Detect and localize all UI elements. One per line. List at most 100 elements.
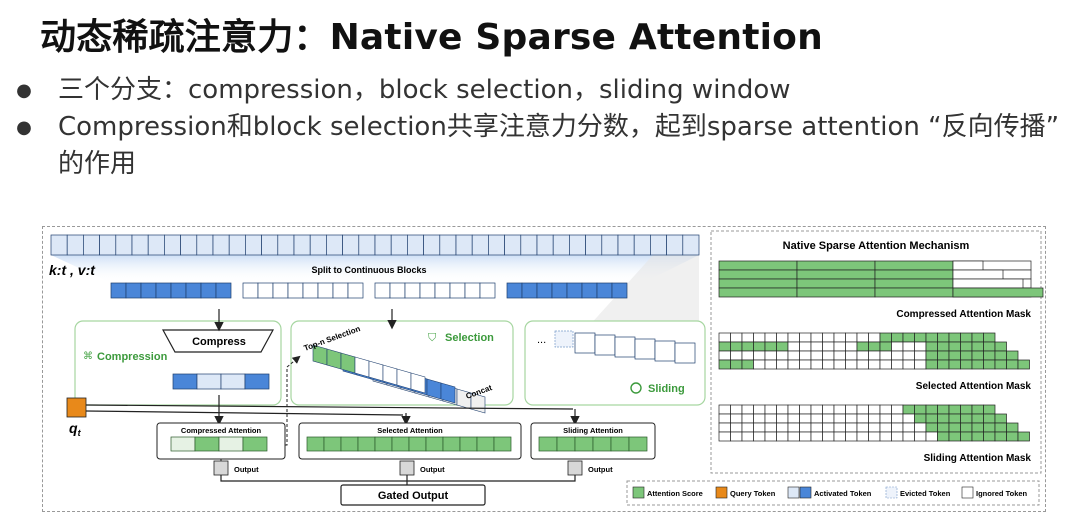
- evicted-token: [554, 330, 574, 348]
- mask-cell: [868, 431, 881, 442]
- mask-cell: [741, 404, 754, 415]
- attention-score-cell: [323, 436, 342, 452]
- selected-output-token: [399, 460, 415, 476]
- mask-cell: [856, 422, 869, 433]
- mask-cell: [764, 404, 777, 415]
- mask-cell: [902, 359, 915, 370]
- mask-cell: [868, 350, 881, 361]
- mask-cell: [718, 404, 731, 415]
- mask-cell: [874, 269, 954, 280]
- projection-fan: [51, 255, 699, 283]
- mask-cell: [822, 341, 835, 352]
- kv-token: [552, 234, 570, 256]
- mask-cell: [925, 404, 938, 415]
- mask-cell: [952, 269, 1004, 280]
- attention-score-cell: [493, 436, 512, 452]
- kv-token: [374, 234, 392, 256]
- legend-activated-swatch: [787, 486, 800, 499]
- kv-token: [358, 234, 376, 256]
- mask-cell: [994, 350, 1007, 361]
- attention-score-cell: [340, 436, 359, 452]
- mask-cell: [902, 332, 915, 343]
- mask-cell: [937, 422, 950, 433]
- mask-cell: [1006, 359, 1019, 370]
- mask-cell: [983, 413, 996, 424]
- split-block-token: [155, 282, 172, 299]
- split-block-token: [317, 282, 334, 299]
- mask-cell: [971, 422, 984, 433]
- mask-cell: [833, 350, 846, 361]
- mask-cell: [753, 332, 766, 343]
- bullet-text: Compression和block selection共享注意力分数，起到spa…: [58, 112, 1060, 179]
- mask-cell: [776, 413, 789, 424]
- selection-branch-label: Selection: [445, 332, 494, 344]
- legend-attention-score-swatch: [632, 486, 645, 499]
- kv-token: [147, 234, 165, 256]
- compressed-token: [244, 373, 270, 390]
- mask-cell: [914, 359, 927, 370]
- mask-cell: [879, 332, 892, 343]
- attention-score-cell: [538, 436, 558, 452]
- kv-token: [390, 234, 408, 256]
- mask-cell: [799, 350, 812, 361]
- mask-cell: [810, 341, 823, 352]
- kv-token: [666, 234, 684, 256]
- kv-token: [455, 234, 473, 256]
- split-block-token: [521, 282, 538, 299]
- mask-cell: [845, 422, 858, 433]
- mask-cell: [960, 422, 973, 433]
- mask-cell: [914, 341, 927, 352]
- mask-cell: [753, 431, 766, 442]
- split-block-token: [242, 282, 259, 299]
- kv-token: [407, 234, 424, 256]
- split-block-token: [200, 282, 217, 299]
- mask-cell: [741, 359, 754, 370]
- mask-cell: [925, 350, 938, 361]
- mask-cell: [948, 404, 961, 415]
- attention-score-cell: [170, 436, 196, 452]
- mask-cell: [799, 413, 812, 424]
- split-block-token: [125, 282, 142, 299]
- legend-activated-token: Activated Token: [814, 489, 872, 498]
- mask-cell: [718, 332, 731, 343]
- selected-attention-label: Selected Attention: [377, 426, 443, 435]
- mask-cell: [822, 350, 835, 361]
- mask-cell: [833, 422, 846, 433]
- mask-cell: [971, 350, 984, 361]
- mask-cell: [891, 350, 904, 361]
- mask-cell: [925, 359, 938, 370]
- split-block-token: [110, 282, 127, 299]
- mask-cell: [810, 413, 823, 424]
- mask-cell: [983, 431, 996, 442]
- mask-cell: [845, 431, 858, 442]
- kv-token: [569, 234, 586, 256]
- mask-cell: [845, 332, 858, 343]
- mask-cell: [796, 287, 876, 298]
- mask-cell: [925, 422, 938, 433]
- gated-output-box: [340, 484, 486, 506]
- kv-token-row: [50, 234, 700, 256]
- mask-cell: [718, 431, 731, 442]
- mask-cell: [799, 359, 812, 370]
- split-block-token: [302, 282, 319, 299]
- mask-cell: [902, 404, 915, 415]
- compressed-attention-scores: [170, 436, 268, 452]
- mask-cell: [948, 341, 961, 352]
- bullet-dot-icon: ●: [16, 117, 32, 138]
- split-block-token: [419, 282, 436, 299]
- mask-cell: [776, 404, 789, 415]
- query-token: [66, 397, 87, 418]
- mask-cell: [787, 359, 800, 370]
- sliding-token: [654, 340, 676, 362]
- mask-cell: [718, 269, 798, 280]
- mask-cell: [891, 359, 904, 370]
- legend-query-token: Query Token: [730, 489, 776, 498]
- legend-query-token-swatch: [715, 486, 728, 499]
- mask-cell: [845, 413, 858, 424]
- kv-token: [423, 234, 441, 256]
- legend-ignored-swatch: [961, 486, 974, 499]
- mask-cell: [787, 332, 800, 343]
- mask-cell: [948, 359, 961, 370]
- attention-score-cell: [610, 436, 630, 452]
- mask-cell: [874, 278, 954, 289]
